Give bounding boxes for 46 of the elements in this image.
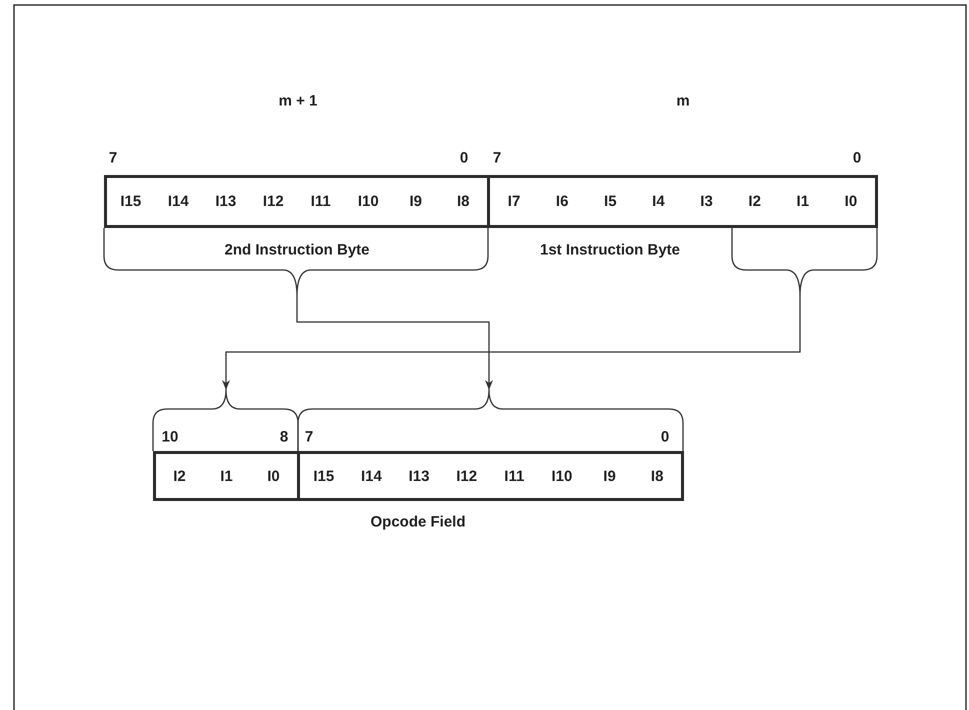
bit-number: 0 [660, 428, 670, 446]
bit-label: I14 [360, 468, 383, 484]
bit-label: I8 [456, 193, 470, 210]
bit-label: I12 [455, 468, 478, 484]
bit-label: I15 [119, 193, 142, 210]
address-label: m [676, 92, 690, 110]
bit-label: I5 [603, 193, 618, 210]
bit-label: I0 [844, 193, 858, 210]
arrow [296, 296, 493, 390]
bit-label: I1 [219, 468, 234, 484]
bit-label: I12 [262, 193, 285, 210]
register-box [104, 175, 490, 228]
byte-caption: 1st Instruction Byte [540, 242, 680, 258]
bit-label: I4 [651, 193, 666, 210]
bit-label: I2 [172, 468, 187, 484]
bit-label: I15 [312, 468, 336, 484]
bit-label: I11 [503, 468, 526, 484]
bit-number: 7 [492, 150, 502, 166]
bit-label: I10 [550, 468, 574, 484]
register-box [153, 451, 300, 501]
bit-label: I10 [356, 193, 380, 210]
bit-number: 7 [304, 428, 314, 446]
bit-label: I11 [310, 193, 332, 210]
bit-label: I9 [408, 193, 423, 210]
field-caption: Opcode Field [370, 514, 466, 530]
bit-number: 0 [460, 150, 468, 166]
bit-label: I1 [796, 193, 810, 210]
register-box [487, 175, 878, 228]
arrow [222, 296, 801, 390]
bit-label: I14 [166, 193, 190, 210]
bit-label: I8 [650, 468, 664, 484]
register-box [297, 451, 684, 501]
bit-label: I9 [602, 468, 617, 484]
bit-label: I13 [408, 468, 430, 484]
byte-caption: 2nd Instruction Byte [224, 242, 370, 258]
address-label: m + 1 [278, 92, 318, 110]
bit-number: 8 [280, 428, 288, 446]
bit-label: I2 [747, 193, 762, 210]
bit-number: 0 [852, 150, 862, 166]
bit-label: I0 [266, 468, 281, 484]
bit-label: I7 [506, 193, 522, 210]
bit-label: I6 [554, 193, 570, 210]
bit-number: 10 [162, 428, 178, 446]
bit-label: I3 [699, 193, 714, 210]
bit-number: 7 [108, 150, 118, 166]
bit-label: I13 [214, 193, 238, 210]
